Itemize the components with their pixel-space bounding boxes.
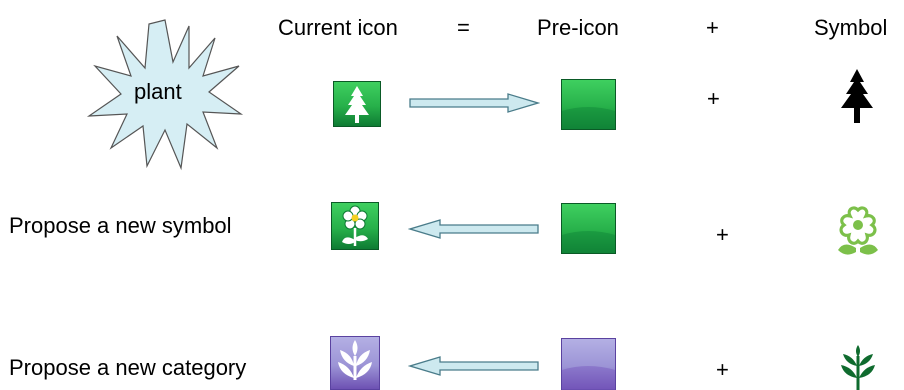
arrow-right (409, 93, 540, 113)
row3-plus: + (716, 357, 729, 382)
burst-shape (86, 19, 244, 171)
current-icon-tree (333, 81, 381, 127)
pre-icon-green (561, 203, 616, 254)
wheat-icon (841, 345, 875, 390)
header-pre-icon: Pre-icon (537, 15, 619, 40)
current-icon-wheat (330, 336, 380, 390)
arrow-left (408, 219, 539, 239)
header-plus: + (706, 15, 719, 40)
arrow-left (408, 356, 539, 376)
header-current-icon: Current icon (278, 15, 398, 40)
tree-icon (841, 69, 873, 123)
row1-plus: + (707, 86, 720, 111)
current-icon-flower (331, 202, 379, 250)
pre-icon-green (561, 79, 616, 130)
burst-label: plant (134, 79, 182, 104)
header-equals: = (457, 15, 470, 40)
header-symbol: Symbol (814, 15, 888, 40)
pre-icon-purple (561, 338, 616, 390)
flower-icon (838, 206, 878, 255)
row2-label: Propose a new symbol (9, 213, 232, 238)
row2-plus: + (716, 222, 729, 247)
row3-label: Propose a new category (9, 355, 247, 380)
